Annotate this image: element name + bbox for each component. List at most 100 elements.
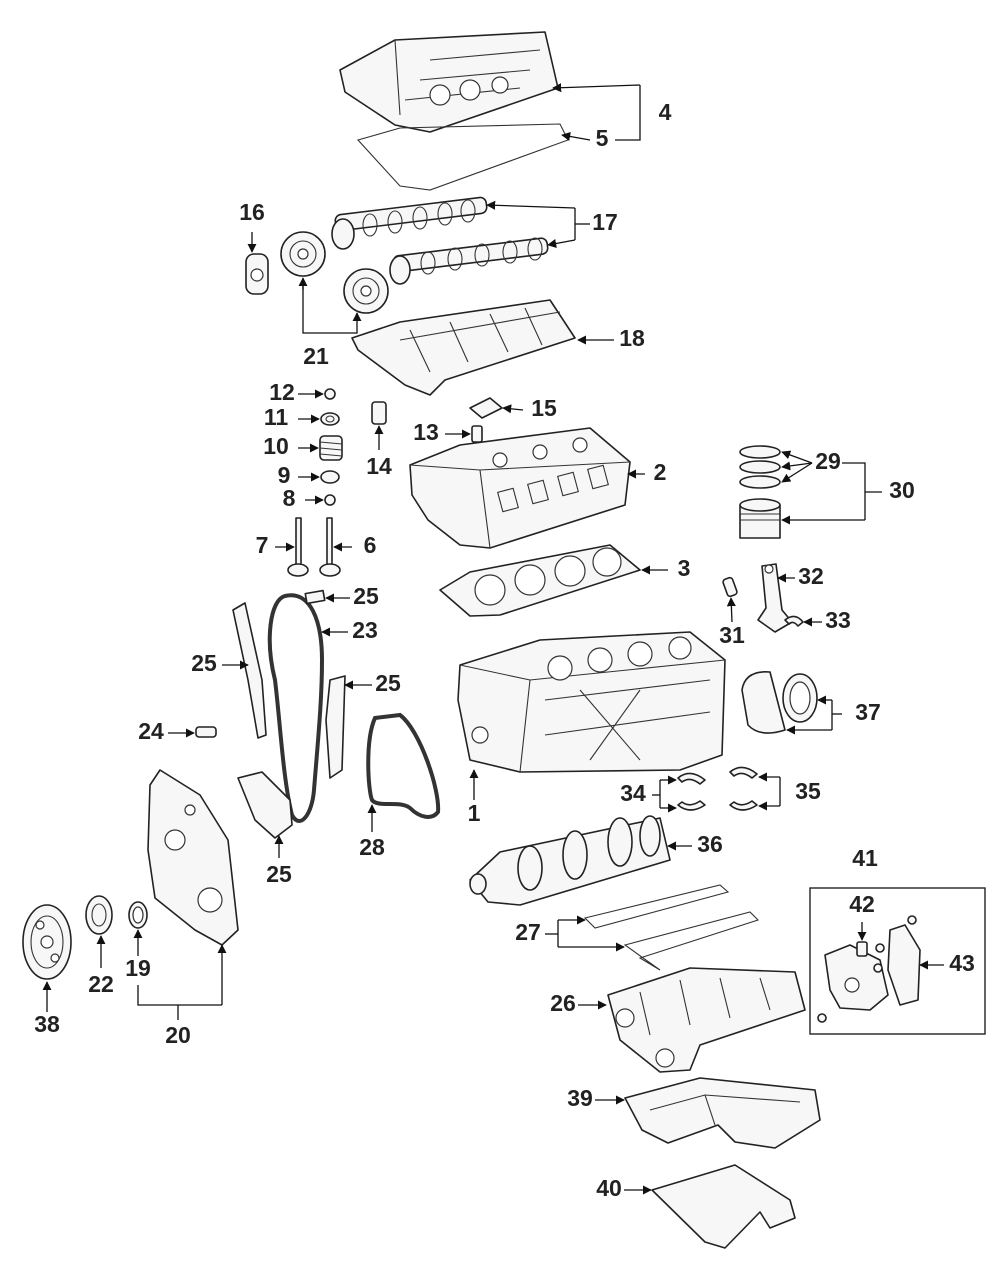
oil-pan-gasket-upper	[583, 884, 730, 929]
callout-7: 7	[256, 532, 269, 558]
callout-34: 34	[620, 780, 646, 806]
callout-13: 13	[413, 419, 439, 445]
oil-pump-group-box	[809, 887, 986, 1035]
camshaft-carrier	[351, 299, 576, 396]
rear-main-seal	[782, 673, 818, 723]
valve-cover	[339, 31, 559, 133]
chain-guide-left	[232, 602, 267, 739]
oil-pan-lower	[624, 1077, 821, 1149]
rear-main-seal-housing	[741, 671, 786, 734]
oil-pan-baffle	[651, 1164, 796, 1249]
exhaust-valve	[319, 517, 341, 577]
callout-33: 33	[825, 607, 851, 633]
callout-25d: 25	[266, 861, 292, 887]
harmonic-balancer	[22, 904, 72, 980]
camshaft-gear-intake	[280, 231, 326, 277]
callout-20: 20	[165, 1022, 191, 1048]
callout-9: 9	[278, 462, 291, 488]
callout-40: 40	[596, 1175, 622, 1201]
callout-38: 38	[34, 1011, 60, 1037]
thrust-bearing	[729, 766, 758, 811]
oil-pan-gasket-lower	[623, 911, 760, 971]
crankshaft-sprocket	[85, 895, 113, 935]
piston-pin	[722, 576, 738, 598]
chain-guide-top	[304, 589, 326, 605]
callout-28: 28	[359, 834, 385, 860]
callout-14: 14	[366, 453, 392, 479]
oil-pan-upper	[607, 967, 806, 1073]
callout-42: 42	[849, 891, 875, 917]
callout-25b: 25	[191, 650, 217, 676]
piston	[739, 498, 781, 539]
callout-39: 39	[567, 1085, 593, 1111]
callout-15: 15	[531, 395, 557, 421]
oil-pump-cover	[887, 924, 921, 1006]
callout-31: 31	[719, 622, 745, 648]
connecting-rod	[757, 563, 793, 633]
callout-16: 16	[239, 199, 265, 225]
intake-valve	[287, 517, 309, 577]
callout-12: 12	[269, 379, 295, 405]
callout-36: 36	[697, 831, 723, 857]
callout-22: 22	[88, 971, 114, 997]
callout-41: 41	[852, 845, 878, 871]
callout-8: 8	[283, 485, 296, 511]
camshaft-gear-exhaust	[343, 268, 389, 314]
leader-lines	[42, 83, 944, 1195]
chain-tensioner-rail	[237, 771, 293, 839]
camshaft-adjuster-magnet	[245, 253, 269, 295]
front-crank-seal	[128, 901, 148, 929]
valve-spring-seat	[320, 470, 340, 484]
connecting-rod-bearing	[784, 615, 804, 627]
chain-tensioner	[195, 726, 217, 738]
callout-32: 32	[798, 563, 824, 589]
callout-17: 17	[592, 209, 618, 235]
valve-spring	[319, 435, 343, 461]
valve-keeper	[324, 388, 336, 400]
accessory-belt	[366, 712, 441, 819]
piston-rings	[739, 445, 781, 489]
engine-block	[457, 631, 726, 773]
valve-cover-gasket	[356, 123, 569, 191]
callout-11: 11	[264, 404, 289, 430]
oil-pump-bolts	[817, 915, 917, 1023]
callout-10: 10	[263, 433, 289, 459]
cylinder-head-gasket	[439, 544, 641, 617]
callout-25c: 25	[375, 670, 401, 696]
callout-2: 2	[654, 459, 667, 485]
callout-35: 35	[795, 778, 821, 804]
callout-19: 19	[125, 955, 151, 981]
camshaft-lower	[389, 237, 549, 285]
callout-5: 5	[596, 125, 609, 151]
main-bearing-upper	[677, 772, 706, 811]
callout-6: 6	[364, 532, 377, 558]
callout-18: 18	[619, 325, 645, 351]
oil-pump-valve	[856, 941, 868, 957]
hydraulic-lifter	[371, 401, 387, 425]
callout-24: 24	[138, 718, 164, 744]
callout-26: 26	[550, 990, 576, 1016]
crankshaft	[469, 815, 671, 906]
callout-25a: 25	[353, 583, 379, 609]
timing-chain	[267, 593, 325, 823]
callout-37: 37	[855, 699, 881, 725]
lash-adjuster	[471, 425, 483, 443]
callout-3: 3	[678, 555, 691, 581]
valve-spring-retainer	[320, 412, 340, 426]
callout-29: 29	[815, 448, 841, 474]
cylinder-head	[409, 427, 631, 549]
callout-23: 23	[352, 617, 378, 643]
rocker-arm	[469, 397, 503, 419]
valve-stem-seal	[324, 494, 336, 506]
camshaft-upper	[331, 196, 488, 250]
callout-4: 4	[659, 99, 672, 125]
callout-labels: 1 2 3 4 5 6 7 8 9 10 11 12 13 14 15 16 1…	[34, 99, 975, 1201]
chain-guide-right	[325, 675, 346, 779]
callout-27: 27	[515, 919, 541, 945]
callout-43: 43	[949, 950, 975, 976]
callout-1: 1	[468, 800, 481, 826]
timing-cover	[147, 769, 239, 946]
callout-30: 30	[889, 477, 915, 503]
callout-21: 21	[303, 343, 329, 369]
